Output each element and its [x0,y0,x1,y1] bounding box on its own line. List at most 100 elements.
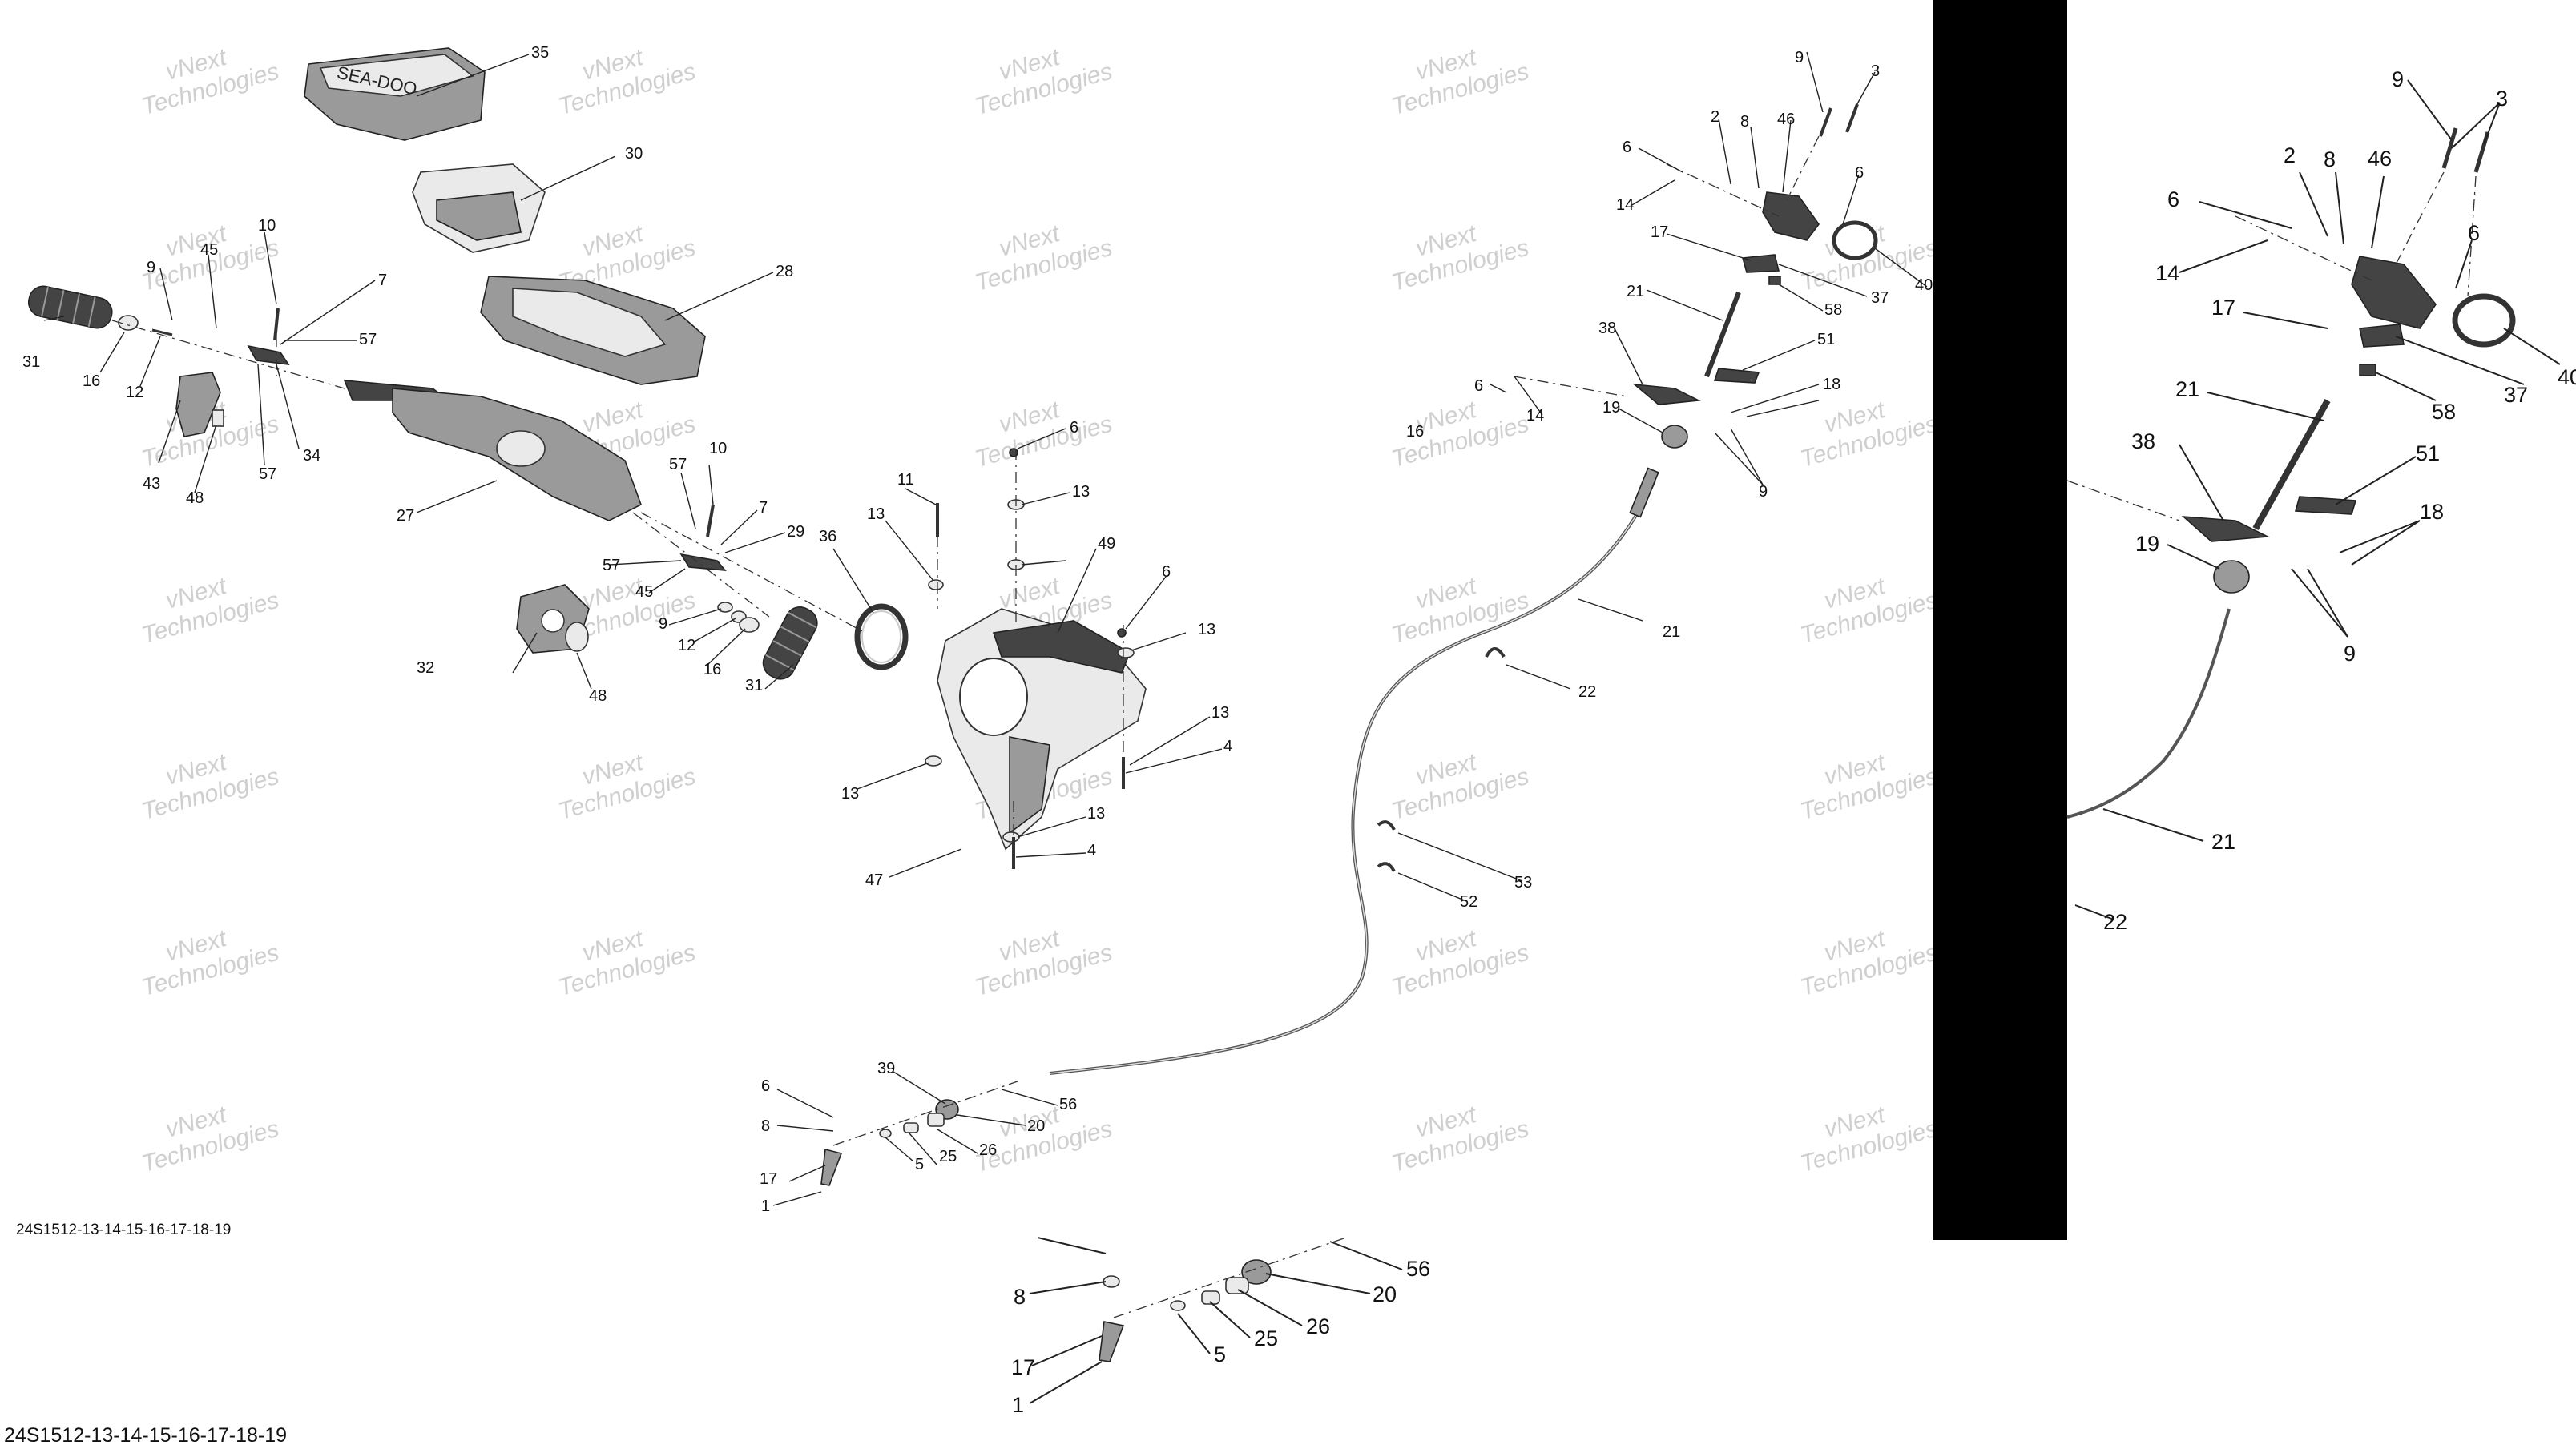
bolt-9a-small [1819,107,1832,137]
axis-large-b [2066,480,2180,521]
clip-22 [1485,647,1506,658]
bolt-10-left [273,308,280,341]
callout-28: 28 [776,263,793,280]
axis-large-d [2467,175,2477,297]
callout-5: 5 [1214,1342,1226,1366]
part-58-large [2359,364,2376,376]
callout-51: 51 [1817,331,1835,348]
callout-6: 6 [1070,419,1078,437]
throttle-32-hole [541,609,565,633]
part-48-left [212,409,224,427]
callout-45: 45 [635,583,653,601]
callout-20: 20 [1373,1282,1397,1306]
callout-9: 9 [147,259,155,276]
callout-6: 6 [1623,139,1631,156]
washer-13f [1002,831,1020,843]
screw-12-left [151,328,173,336]
callout-8: 8 [1740,113,1749,131]
callout-27: 27 [397,507,414,525]
bolt-9b-small [1845,103,1859,133]
callout-47: 47 [865,871,883,889]
callout-16: 16 [1406,423,1424,441]
callout-32: 32 [417,659,434,677]
callout-36: 36 [819,528,836,545]
callout-57: 57 [259,465,276,483]
nut-19-large [2213,560,2250,594]
support-47-shade [1009,736,1050,835]
clamp-34 [247,344,290,366]
callout-40: 40 [1915,276,1933,294]
lower-cover-face [512,288,667,357]
ring-40-small [1832,220,1878,260]
callout-9: 9 [1759,483,1768,501]
axis-right-grip [632,512,770,618]
callout-21: 21 [1627,283,1644,300]
callout-17: 17 [1011,1355,1035,1379]
lever-43 [175,372,221,437]
upper-cover-shade [436,191,522,241]
cover-highlight [319,54,474,97]
clip-52 [1377,862,1396,872]
callout-26: 26 [1306,1314,1330,1338]
callout-12: 12 [678,637,695,654]
callout-25: 25 [1254,1326,1278,1350]
callout-5: 5 [915,1156,924,1173]
callout-31: 31 [745,677,763,694]
callout-4: 4 [1223,738,1232,755]
callout-9: 9 [1795,49,1804,66]
axis-small-a [1666,163,1780,217]
bolt-10-right [706,504,715,537]
callout-14: 14 [2155,261,2179,285]
ring-9-right [717,602,733,613]
callout-31: 31 [22,353,40,371]
steering-cable [1049,467,1659,1075]
lever-46-large [2351,256,2437,329]
axis-bottom-small [832,1081,1018,1146]
part-58-small [1768,276,1781,285]
callout-37: 37 [1871,289,1889,307]
callout-14: 14 [1526,407,1544,425]
cable-support-assembly-large [2066,127,2516,819]
callout-8: 8 [1014,1285,1026,1309]
washer-13e [925,755,942,767]
part-48-right [565,622,589,652]
washer-13d [1117,647,1135,658]
clip-53 [1377,820,1396,831]
support-47-bore [959,658,1028,736]
callout-11: 11 [897,471,914,489]
callout-37: 37 [2504,383,2528,407]
plate-38-small [1632,383,1701,405]
callout-12: 12 [126,384,143,401]
callout-17: 17 [1651,223,1668,241]
callout-25: 25 [939,1148,957,1165]
leader-lines [43,51,2561,1404]
cable-21-large [2066,608,2231,819]
ring-5-small [879,1129,892,1138]
plate-51-small [1713,368,1760,384]
right-grip [762,606,818,680]
callout-6: 6 [2167,187,2179,211]
bracket-37-large [2359,324,2405,348]
black-divider-band [1933,0,2067,1240]
callout-38: 38 [1598,320,1616,337]
callout-48: 48 [589,687,607,705]
callout-1: 1 [1012,1393,1024,1417]
callout-43: 43 [143,475,160,493]
ferrule-26-small [927,1113,945,1127]
callouts: 35 30 28 10 9 45 7 57 31 16 12 43 48 57 … [22,44,2576,1417]
callout-7: 7 [378,272,387,289]
cable-21-core [1049,480,1655,1074]
callout-2: 2 [2284,143,2296,167]
cable-end-assembly-large [1099,1237,1347,1362]
callout-13: 13 [1198,621,1215,638]
rod-17-small [820,1149,843,1186]
ferrule-26-large [1225,1277,1249,1294]
callout-6: 6 [2468,221,2480,245]
nut-39-large [1241,1259,1272,1285]
callout-16: 16 [83,372,100,390]
nut-19-small [1661,425,1688,449]
callout-57: 57 [359,331,377,348]
callout-58: 58 [2432,400,2456,424]
ring-36 [854,603,909,670]
